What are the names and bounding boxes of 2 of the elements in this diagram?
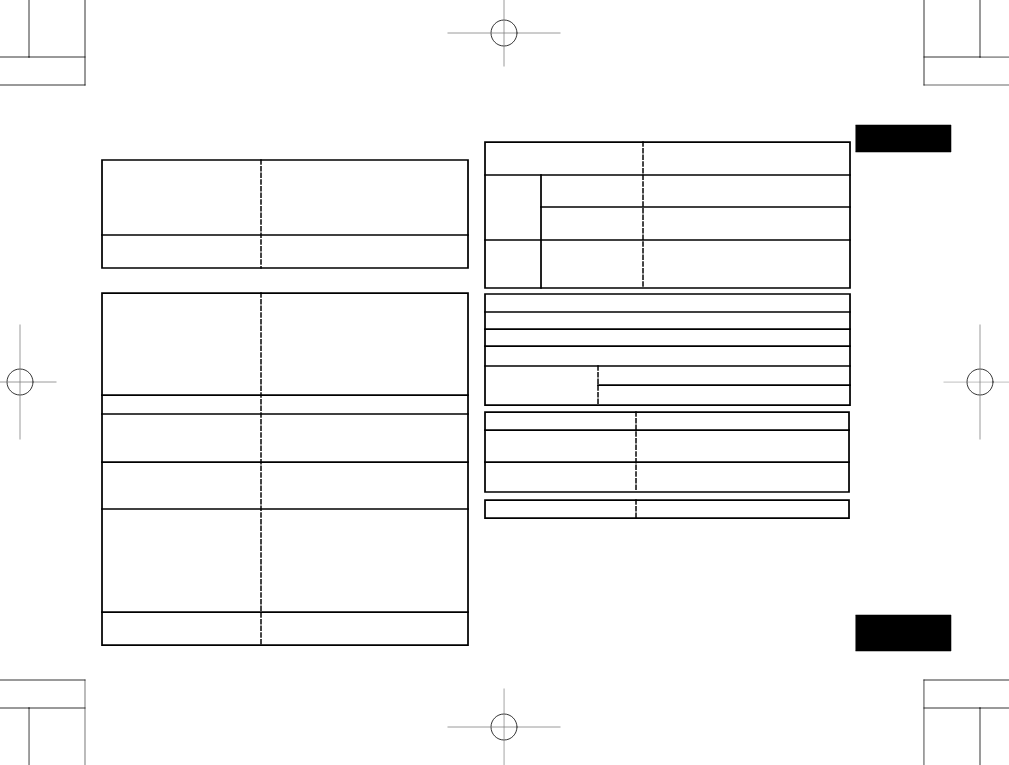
tab-block <box>855 614 952 652</box>
tab-block <box>855 124 952 153</box>
